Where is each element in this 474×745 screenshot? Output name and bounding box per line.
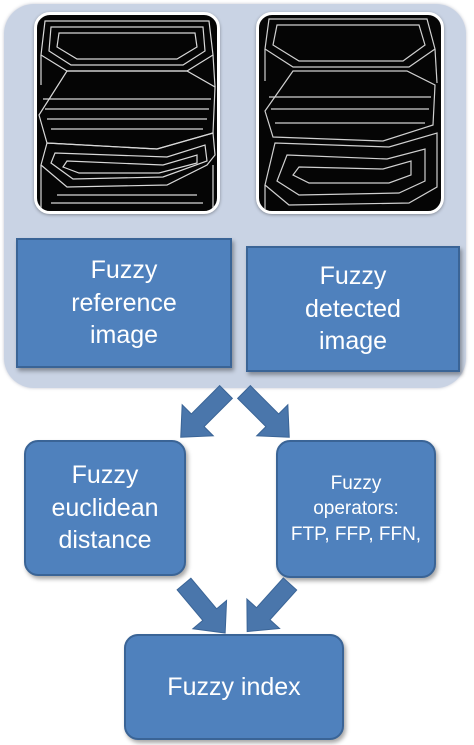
- fuzzy-index-label: Fuzzy index: [167, 672, 301, 701]
- fuzzy-detected-image-label: Fuzzy detected image: [305, 262, 401, 356]
- arrow-operators-to-index: [246, 577, 298, 633]
- fuzzy-operators-label: Fuzzy operators: FTP, FFP, FFN,: [290, 472, 422, 545]
- arrow-euclidean-to-index: [176, 577, 228, 634]
- fuzzy-reference-image-box: Fuzzy reference image: [16, 238, 232, 368]
- detected-edge-map-icon: [264, 18, 438, 211]
- fuzzy-index-box: Fuzzy index: [124, 634, 344, 740]
- fuzzy-reference-image-label: Fuzzy reference image: [71, 256, 177, 350]
- fuzzy-detected-image-box: Fuzzy detected image: [246, 246, 460, 372]
- reference-edge-map-icon: [38, 20, 216, 211]
- arrow-panel-to-euclidean: [180, 384, 234, 438]
- fuzzy-euclidean-distance-label: Fuzzy euclidean distance: [51, 461, 159, 555]
- fuzzy-euclidean-distance-box: Fuzzy euclidean distance: [24, 440, 186, 576]
- detected-image-thumbnail: [256, 12, 444, 214]
- reference-image-thumbnail: [34, 12, 220, 214]
- arrow-panel-to-operators: [236, 384, 290, 438]
- fuzzy-operators-box: Fuzzy operators: FTP, FFP, FFN,: [276, 440, 436, 578]
